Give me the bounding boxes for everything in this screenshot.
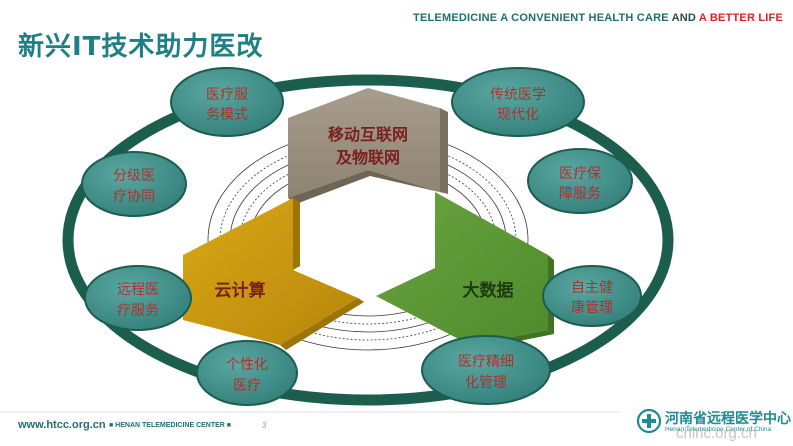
ellipse-label-line2: 障服务 bbox=[559, 186, 601, 202]
outer-ring bbox=[62, 74, 674, 406]
page-number: 3 bbox=[262, 421, 267, 430]
block-left-label: 云计算 bbox=[215, 280, 266, 301]
ellipse-remote-service: 远程医 疗服务 bbox=[84, 265, 192, 331]
ellipse-medical-insurance: 医疗保 障服务 bbox=[527, 148, 633, 214]
ellipse-label-line1: 分级医 bbox=[113, 168, 155, 184]
footer-center-name: ■ HENAN TELEMEDICINE CENTER ■ bbox=[109, 422, 232, 429]
block-mobile-iot: 移动互联网 及物联网 bbox=[288, 88, 448, 204]
watermark: chinc.org.cn bbox=[676, 425, 757, 442]
ellipse-label-line1: 远程医 bbox=[117, 282, 159, 298]
block-right-label: 大数据 bbox=[463, 280, 514, 301]
ellipse-personalized: 个性化 医疗 bbox=[196, 340, 298, 406]
block-cloud: 云计算 bbox=[183, 198, 364, 350]
ellipse-service-model: 医疗服 务模式 bbox=[170, 67, 284, 137]
block-top-label-line1: 移动互联网 bbox=[328, 125, 408, 144]
ellipse-label-line1: 传统医学 bbox=[490, 87, 546, 103]
ellipse-self-health: 自主健 康管理 bbox=[542, 265, 642, 327]
ellipse-fine-management: 医疗精细 化管理 bbox=[421, 335, 551, 405]
ellipse-label-line2: 医疗 bbox=[233, 378, 261, 394]
logo-name-cn: 河南省远程医学中心 bbox=[665, 411, 791, 427]
ellipse-label-line2: 康管理 bbox=[571, 299, 613, 316]
logo-icon bbox=[637, 408, 661, 434]
ellipse-label-line2: 疗协同 bbox=[113, 189, 155, 205]
footer-url[interactable]: www.htcc.org.cn bbox=[18, 419, 106, 431]
ellipse-tiered-collaboration: 分级医 疗协同 bbox=[81, 151, 187, 217]
ellipse-label-line1: 医疗精细 bbox=[458, 354, 514, 370]
block-bigdata: 大数据 bbox=[376, 192, 554, 350]
ellipse-label-line1: 个性化 bbox=[226, 357, 268, 373]
tagline-and: AND bbox=[671, 12, 699, 24]
ellipse-label-line1: 自主健 bbox=[571, 280, 613, 296]
ellipse-label-line1: 医疗保 bbox=[559, 166, 601, 182]
ellipse-label-line2: 化管理 bbox=[465, 375, 507, 391]
logo-name-en: Henan Telemedicine Center of China bbox=[665, 426, 772, 433]
ellipse-traditional-medicine: 传统医学 现代化 bbox=[451, 67, 585, 137]
tagline-part2: A BETTER LIFE bbox=[698, 12, 783, 24]
block-top-label-line2: 及物联网 bbox=[336, 148, 400, 167]
ellipse-label-line2: 疗服务 bbox=[117, 303, 159, 319]
page-title: 新兴IT技术助力医改 bbox=[18, 32, 264, 62]
ellipse-label-line1: 医疗服 bbox=[206, 87, 248, 103]
ellipse-label-line2: 务模式 bbox=[206, 107, 248, 123]
ellipse-label-line2: 现代化 bbox=[497, 107, 539, 123]
tagline-part1: TELEMEDICINE A CONVENIENT HEALTH CARE bbox=[413, 12, 672, 24]
header-tagline: TELEMEDICINE A CONVENIENT HEALTH CARE AN… bbox=[413, 12, 783, 24]
